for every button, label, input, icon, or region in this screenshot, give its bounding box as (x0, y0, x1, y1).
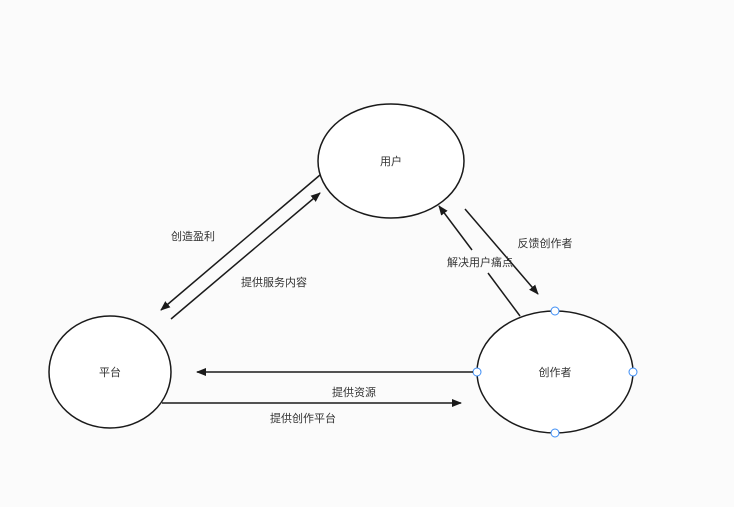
node-creator-label: 创作者 (539, 366, 572, 379)
connection-handle-left[interactable] (472, 367, 482, 377)
node-creator[interactable]: 创作者 (472, 306, 638, 438)
connection-handle-bottom[interactable] (550, 428, 560, 438)
connection-handle-top[interactable] (550, 306, 560, 316)
node-platform-label: 平台 (99, 365, 121, 379)
edge-label-create-profit: 创造盈利 (171, 229, 215, 243)
edge-label-solve-pain: 解决用户痛点 (447, 255, 513, 269)
node-platform[interactable]: 平台 (48, 315, 172, 429)
connection-handle-right[interactable] (628, 367, 638, 377)
edge-create-profit[interactable] (160, 174, 321, 311)
edge-feedback-creator[interactable] (464, 208, 539, 295)
edge-label-feedback-creator: 反馈创作者 (518, 237, 573, 250)
node-user-label: 用户 (380, 154, 402, 168)
edge-solve-pain-lower[interactable] (487, 272, 521, 317)
edge-provide-service[interactable] (170, 192, 321, 320)
edge-solve-pain[interactable] (438, 205, 473, 251)
edge-label-provide-platform: 提供创作平台 (270, 411, 336, 425)
edge-label-provide-resource: 提供资源 (332, 385, 376, 399)
node-user[interactable]: 用户 (317, 103, 465, 219)
edge-label-provide-service: 提供服务内容 (241, 275, 307, 289)
